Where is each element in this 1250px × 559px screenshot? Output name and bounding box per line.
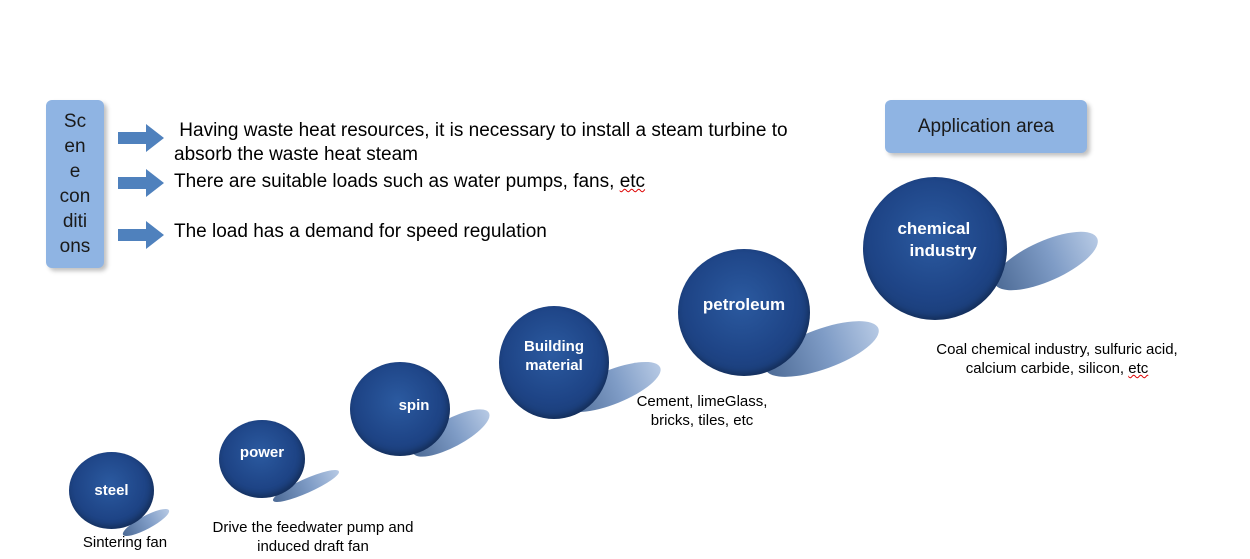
- building-material-caption: Cement, limeGlass, bricks, tiles, etc: [612, 392, 792, 430]
- industry-label-wrap: chemical industry: [897, 218, 976, 262]
- industry-label-line1: Building: [524, 337, 584, 355]
- building-caption-line1: Cement, limeGlass,: [636, 393, 768, 410]
- industry-chemical-industry: chemical industry: [863, 177, 1007, 320]
- industry-label: power: [239, 444, 285, 461]
- steel-caption: Sintering fan: [82, 534, 168, 551]
- condition-1: Having waste heat resources, it is neces…: [174, 119, 788, 167]
- industry-label-line1: chemical: [897, 218, 971, 238]
- industry-label: petroleum: [702, 294, 786, 314]
- condition-2-etc: etc: [619, 171, 646, 192]
- condition-2: There are suitable loads such as water p…: [174, 170, 645, 194]
- power-caption-line2: induced draft fan: [257, 538, 369, 555]
- industry-label-line2: material: [525, 356, 583, 374]
- industry-label: steel: [94, 482, 129, 499]
- industry-petroleum: petroleum: [678, 249, 810, 376]
- arrow-right-icon: [118, 124, 164, 152]
- scene-box-line: ons: [59, 236, 91, 257]
- industry-label-wrap: Building material: [524, 337, 584, 375]
- industry-power: power: [219, 420, 305, 498]
- scene-conditions-box: Sc en e con diti ons: [46, 100, 104, 268]
- industry-steel: steel: [69, 452, 154, 529]
- application-area-box: Application area: [885, 100, 1087, 153]
- industry-building-material: Building material: [499, 306, 609, 419]
- arrow-right-icon: [118, 221, 164, 249]
- power-caption-line1: Drive the feedwater pump and: [212, 519, 414, 536]
- chemical-caption-etc: etc: [1128, 360, 1149, 377]
- scene-box-line: e: [69, 161, 81, 182]
- building-caption-line2: bricks, tiles, etc: [650, 412, 754, 429]
- industry-label-line2: industry: [909, 240, 977, 260]
- industry-spin: spin: [350, 362, 450, 456]
- scene-box-line: en: [64, 136, 86, 157]
- condition-2-text: There are suitable loads such as water p…: [174, 171, 620, 192]
- arrow-right-icon: [118, 169, 164, 197]
- condition-1-line1: Having waste heat resources, it is neces…: [174, 120, 788, 141]
- chemical-caption-line1: Coal chemical industry, sulfuric acid,: [936, 341, 1178, 358]
- chemical-caption-line2: calcium carbide, silicon,: [965, 360, 1129, 377]
- scene-box-line: diti: [62, 211, 88, 232]
- scene-box-line: Sc: [63, 111, 87, 132]
- chemical-industry-caption: Coal chemical industry, sulfuric acid, ca…: [910, 340, 1204, 378]
- condition-3: The load has a demand for speed regulati…: [174, 221, 547, 242]
- industry-label: spin: [398, 396, 430, 414]
- scene-box-line: con: [59, 186, 91, 207]
- power-caption: Drive the feedwater pump and induced dra…: [190, 518, 436, 556]
- condition-1-line2: absorb the waste heat steam: [174, 144, 418, 165]
